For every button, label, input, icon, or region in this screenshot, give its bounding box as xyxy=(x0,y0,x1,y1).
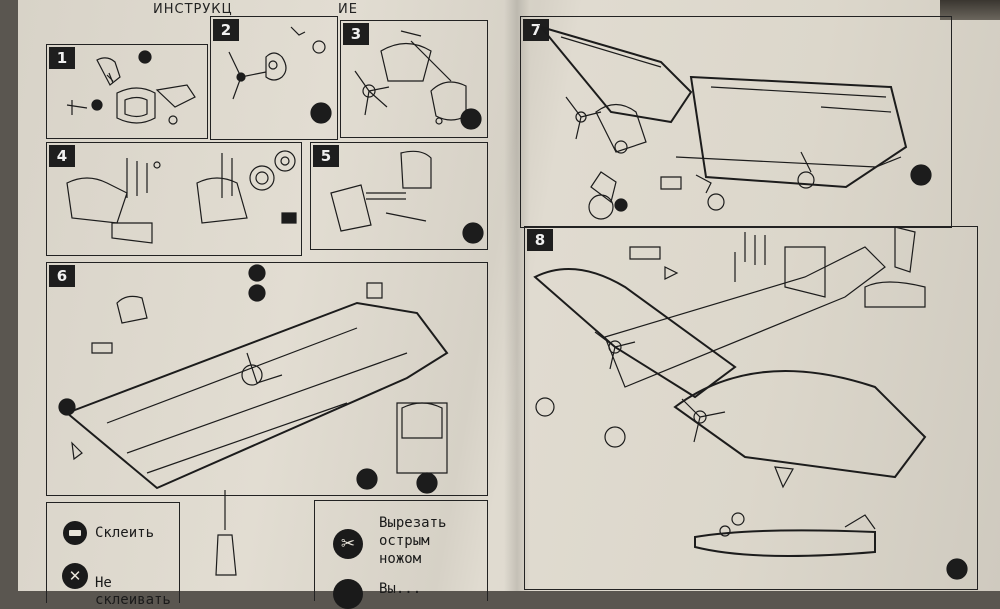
legend-panel: Склеить ✕ Не склеивать xyxy=(46,502,180,608)
instruction-sheet: ИНСТРУКЦ ИЕ 1 2 3 xyxy=(18,0,1000,609)
step-1-number: 1 xyxy=(49,47,75,69)
legend-glue-label: Склеить xyxy=(95,525,155,541)
legend-trailing: Вы... xyxy=(379,581,422,597)
step-1-panel: 1 xyxy=(46,44,208,139)
step-2-number: 2 xyxy=(213,19,239,41)
step-3-drawing xyxy=(354,30,482,130)
step-4-number: 4 xyxy=(49,145,75,167)
step-4-drawing xyxy=(66,150,297,244)
background-edge xyxy=(940,0,1000,20)
sheet-fold xyxy=(504,0,530,591)
step-5-panel: 5 xyxy=(310,142,488,250)
step-3-panel: 3 xyxy=(340,20,488,138)
step-7-drawing xyxy=(538,25,932,220)
legend-no-glue-label: Не склеивать xyxy=(95,575,171,608)
header-title-right: ИЕ xyxy=(338,2,358,17)
step-7-number: 7 xyxy=(523,19,549,41)
second-icon xyxy=(333,579,363,609)
cut-legend-panel: ✂ Вырезать острым ножом Вы... xyxy=(314,500,488,609)
legend-cut-line-3: ножом xyxy=(379,551,422,567)
legend-cut-line-1: Вырезать xyxy=(379,515,447,531)
step-5-number: 5 xyxy=(313,145,339,167)
step-6-number: 6 xyxy=(49,265,75,287)
step-6-panel: 6 xyxy=(46,262,488,496)
no-glue-icon: ✕ xyxy=(62,563,88,589)
header-title: ИНСТРУКЦ xyxy=(153,2,233,17)
step-6-drawing xyxy=(58,264,449,494)
step-4-panel: 4 xyxy=(46,142,302,256)
step-5-drawing xyxy=(330,150,484,244)
step-1-drawing xyxy=(66,50,196,125)
step-2-panel: 2 xyxy=(210,16,338,140)
step-2-drawing xyxy=(228,26,332,124)
step-3-number: 3 xyxy=(343,23,369,45)
legend-cut-line-2: острым xyxy=(379,533,430,549)
glue-icon xyxy=(63,521,87,545)
step-8-panel: 8 xyxy=(524,226,978,590)
step-6-detail-drawing xyxy=(215,490,237,576)
step-8-number: 8 xyxy=(527,229,553,251)
knife-icon: ✂ xyxy=(333,529,363,559)
step-8-drawing xyxy=(533,227,968,580)
step-7-panel: 7 xyxy=(520,16,952,228)
